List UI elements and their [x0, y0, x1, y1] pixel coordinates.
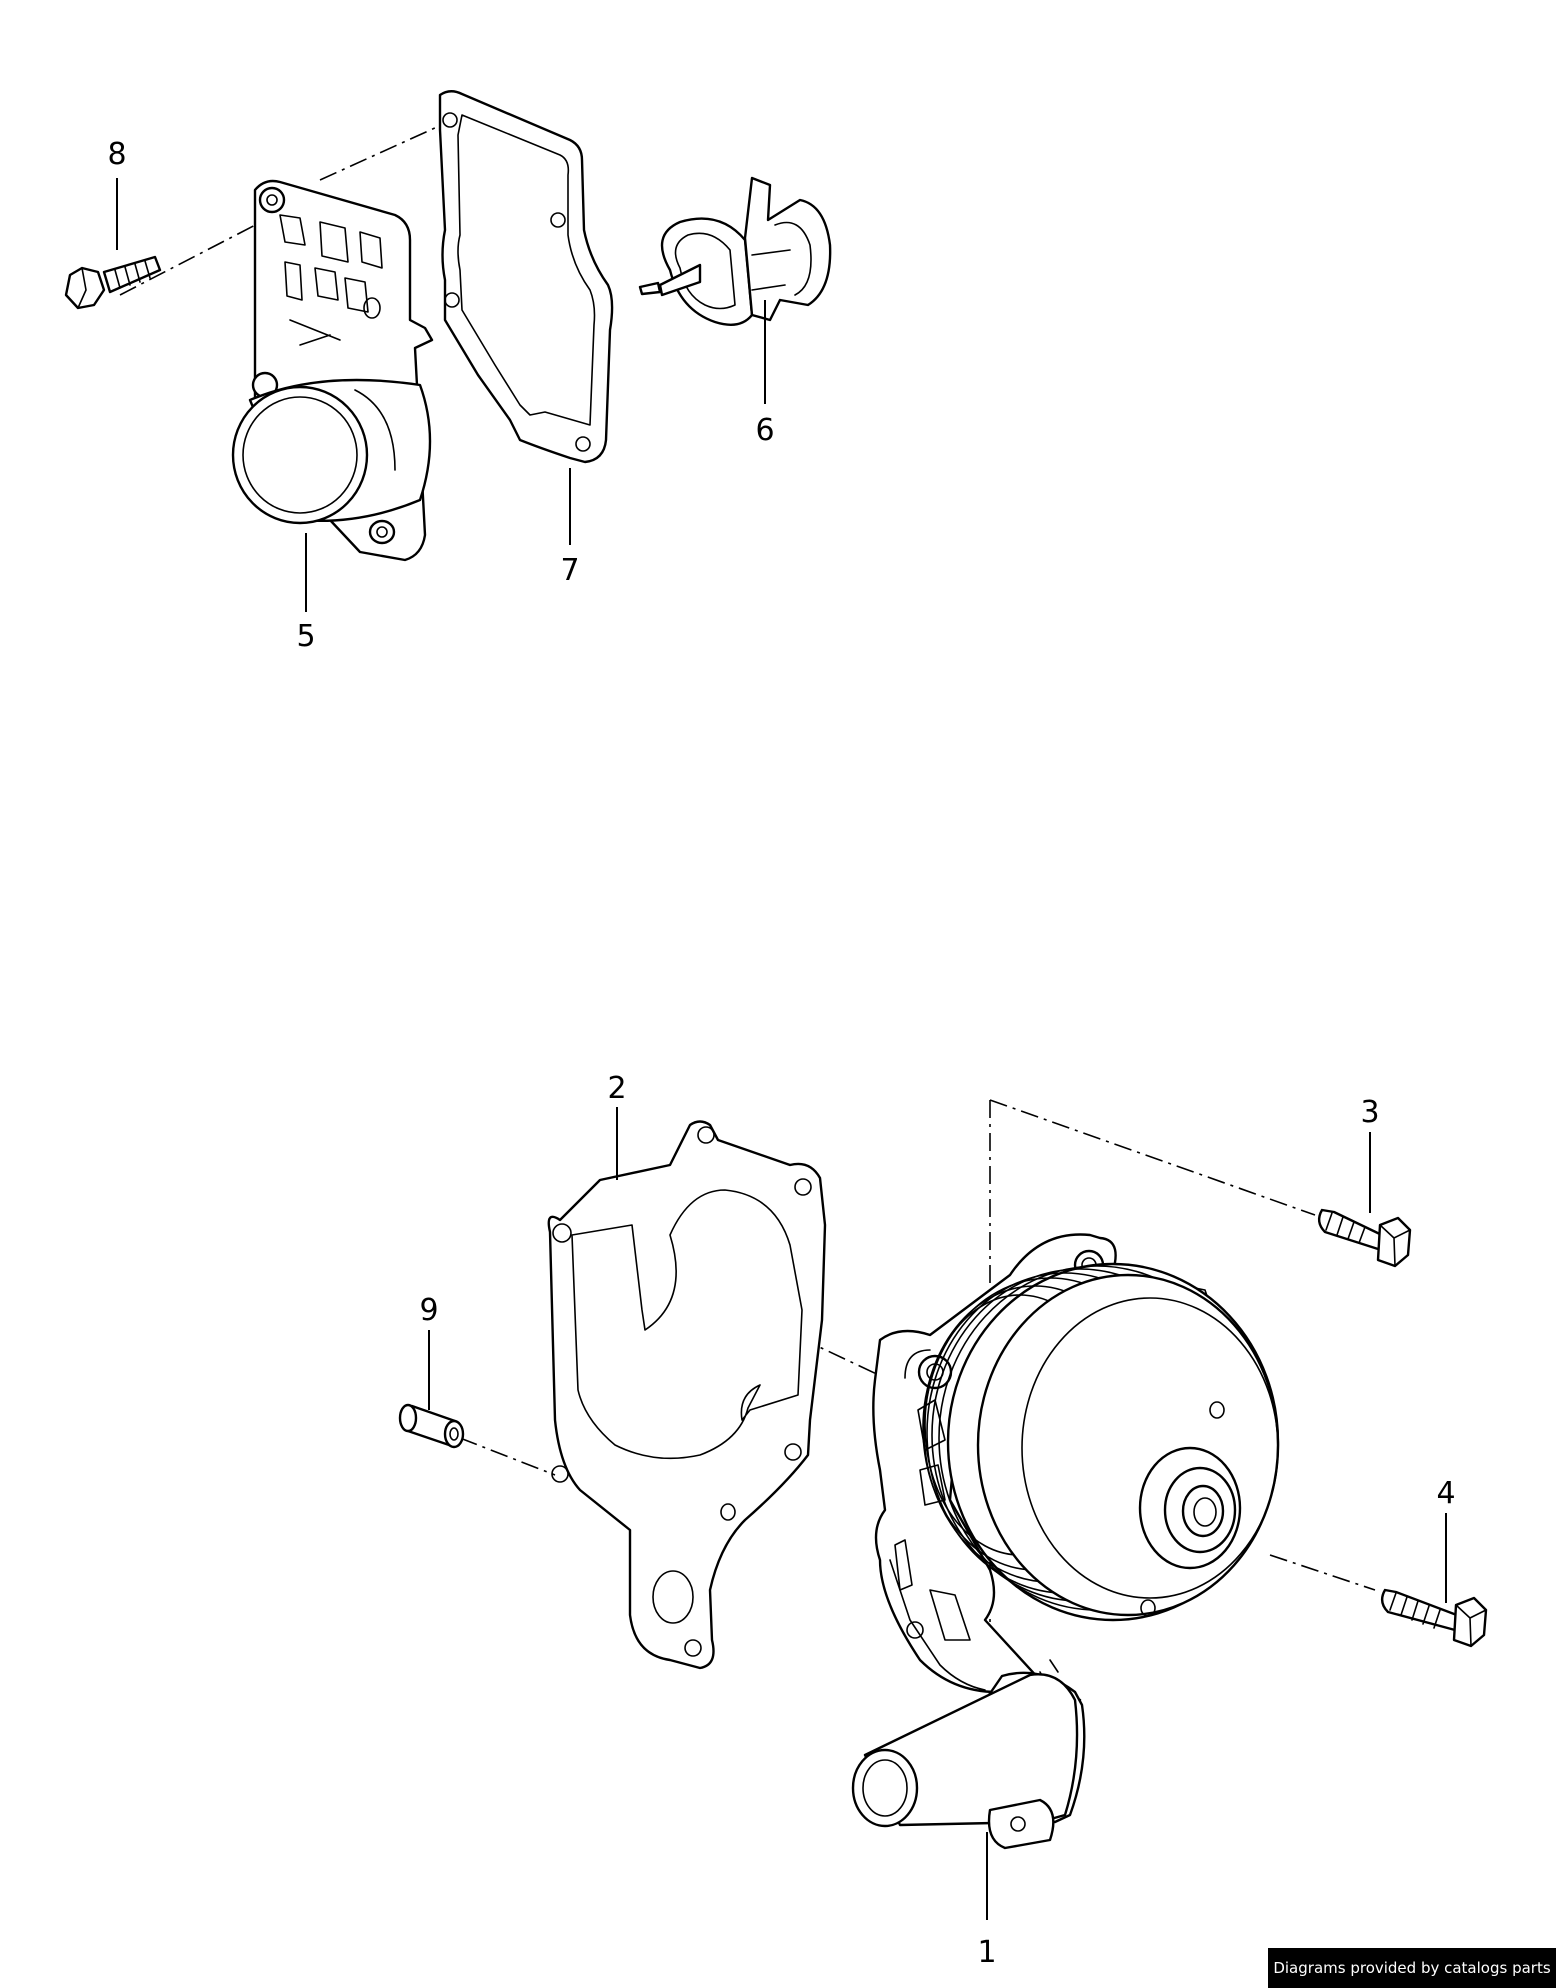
part-6-thermostat — [638, 176, 832, 326]
part-2-gasket — [547, 1120, 827, 1670]
credit-banner: Diagrams provided by catalogs parts — [1268, 1948, 1556, 1988]
callout-7: 7 — [560, 553, 579, 588]
part-8-bolt — [64, 255, 162, 310]
part-3-bolt — [1317, 1208, 1412, 1268]
leader-lines — [116, 178, 1447, 1920]
alignment-lines-top — [119, 121, 449, 296]
callout-2: 2 — [607, 1071, 626, 1106]
part-1-water-pump — [851, 1233, 1280, 1850]
callout-labels: 1 2 3 4 5 6 7 8 9 — [107, 137, 1455, 1970]
callout-6: 6 — [755, 413, 774, 448]
part-5-thermostat-housing — [231, 179, 434, 562]
callout-3: 3 — [1360, 1095, 1379, 1130]
part-4-bolt — [1380, 1588, 1488, 1648]
part-7-gasket — [438, 90, 614, 464]
callout-8: 8 — [107, 137, 126, 172]
callout-4: 4 — [1436, 1476, 1455, 1511]
callout-5: 5 — [296, 619, 315, 654]
part-9-dowel-sleeve — [398, 1403, 465, 1449]
callout-9: 9 — [419, 1293, 438, 1328]
callout-1: 1 — [977, 1935, 996, 1970]
